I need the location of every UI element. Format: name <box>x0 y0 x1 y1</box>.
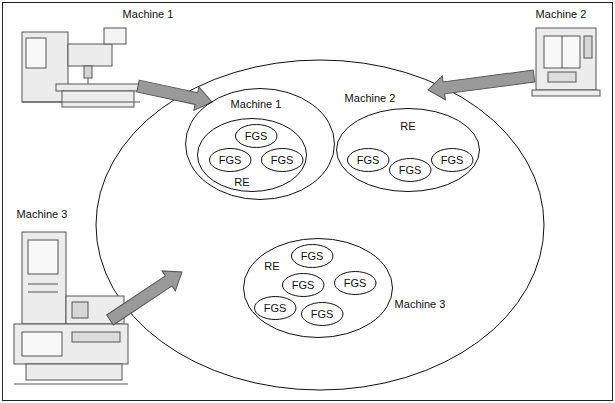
node-label: Machine 1 <box>231 98 282 111</box>
node-label: FGS <box>264 302 287 315</box>
frame <box>3 3 613 401</box>
machine-label: Machine 2 <box>536 8 587 21</box>
region-ellipse: Machine 3REFGSFGSFGSFGSFGS <box>243 238 393 338</box>
node-label: FGS <box>245 130 268 143</box>
region-ellipse: REFGSFGSFGS <box>197 118 307 192</box>
node-label: FGS <box>271 154 294 167</box>
machine-label: Machine 1 <box>123 8 174 21</box>
fgs-ellipse: FGS <box>261 148 303 172</box>
fgs-ellipse: FGS <box>389 158 431 182</box>
flow-arrows <box>103 64 535 330</box>
fgs-ellipse: FGS <box>291 244 333 268</box>
fgs-ellipse: FGS <box>254 296 296 320</box>
fgs-ellipse: FGS <box>209 148 251 172</box>
region-ellipse: Machine 2REFGSFGSFGS <box>336 108 480 192</box>
machine-ellipse: Machine 1REFGSFGSFGS <box>185 88 335 200</box>
fgs-ellipse: FGS <box>347 148 389 172</box>
node-label: FGS <box>311 308 334 321</box>
node-label: RE <box>400 120 415 133</box>
flow-arrow <box>103 262 188 330</box>
machine-1-drawing <box>22 28 140 107</box>
node-label: FGS <box>344 277 367 290</box>
machine-label: Machine 3 <box>17 208 68 221</box>
node-label: FGS <box>357 154 380 167</box>
node-label: RE <box>264 260 279 273</box>
node-label: FGS <box>301 250 324 263</box>
node-label: FGS <box>441 154 464 167</box>
node-label: FGS <box>399 164 422 177</box>
fgs-ellipse: FGS <box>431 148 473 172</box>
node-label: RE <box>234 176 249 189</box>
flow-arrow <box>426 64 535 102</box>
fgs-ellipse: FGS <box>282 273 324 297</box>
node-label: FGS <box>292 279 315 292</box>
node-label: Machine 3 <box>395 298 446 311</box>
fgs-ellipse: FGS <box>301 302 343 326</box>
machine-3-drawing <box>14 232 128 384</box>
flow-arrow <box>135 74 214 113</box>
fgs-ellipse: FGS <box>334 271 376 295</box>
system-ellipse <box>96 60 544 390</box>
node-label: FGS <box>219 154 242 167</box>
node-label: Machine 2 <box>345 92 396 105</box>
fgs-ellipse: FGS <box>235 124 277 148</box>
machine-2-drawing <box>532 28 600 96</box>
